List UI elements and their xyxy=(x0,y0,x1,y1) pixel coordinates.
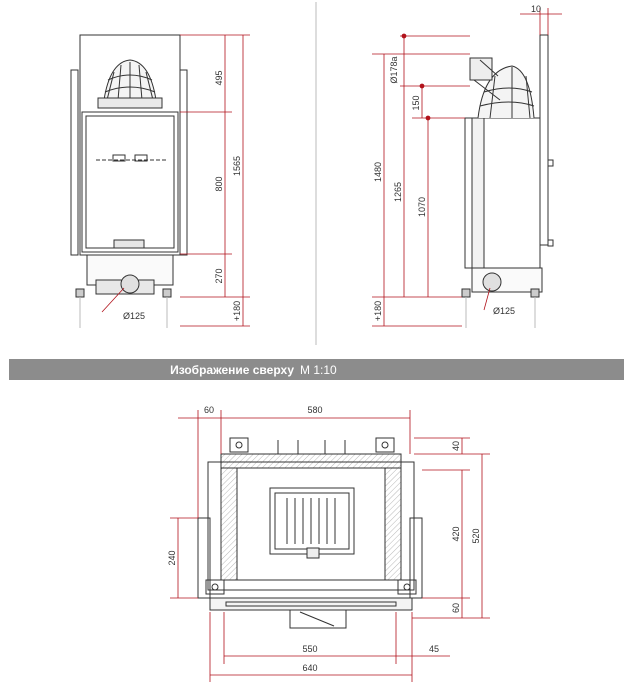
door-frame xyxy=(81,111,179,253)
top-dim-520: 520 xyxy=(471,528,481,543)
body-outline xyxy=(207,461,415,591)
leg-left xyxy=(75,288,85,298)
side-flue-diameter: Ø125 xyxy=(493,306,515,316)
side-dim-150: 150 xyxy=(411,95,421,110)
side-dim-1265: 1265 xyxy=(393,182,403,202)
front-dim-1565: 1565 xyxy=(232,156,242,176)
front-dim-feet: +180 xyxy=(232,301,242,321)
front-dim-800: 800 xyxy=(214,176,224,191)
top-dim-60-front: 60 xyxy=(451,603,461,613)
fire-grate xyxy=(269,487,355,559)
bolt-rear-right xyxy=(381,441,389,449)
bracket-front-left xyxy=(205,579,225,595)
side-flue-leader xyxy=(483,287,491,311)
side-dim-flue: Ø178a xyxy=(389,56,399,83)
side-flue-circle xyxy=(482,272,502,292)
side-brackets xyxy=(547,159,554,247)
side-leg-right xyxy=(530,288,540,298)
front-dim-270: 270 xyxy=(214,268,224,283)
right-insulation xyxy=(384,467,402,581)
top-dimensions xyxy=(170,410,490,682)
front-flue-leader xyxy=(101,287,125,313)
rear-insulation xyxy=(220,453,402,469)
rear-panel xyxy=(539,34,549,246)
front-dim-495: 495 xyxy=(214,70,224,85)
front-dimensions xyxy=(180,34,250,327)
side-leg-left xyxy=(461,288,471,298)
bracket-front-right xyxy=(397,579,417,595)
top-dim-640: 640 xyxy=(302,663,317,673)
banner-scale: М 1:10 xyxy=(300,363,337,377)
smoke-dome xyxy=(97,59,163,109)
left-insulation xyxy=(220,467,238,581)
left-side-wing xyxy=(197,517,211,599)
top-dim-550: 550 xyxy=(302,644,317,654)
bolt-rear-left xyxy=(235,441,243,449)
bolt-front-left xyxy=(211,583,219,591)
top-dim-420: 420 xyxy=(451,526,461,541)
front-view xyxy=(70,34,188,328)
top-dim-40: 40 xyxy=(451,441,461,451)
top-dim-240: 240 xyxy=(167,550,177,565)
front-frame xyxy=(209,597,413,611)
right-side-panel xyxy=(179,69,188,256)
side-door-profile xyxy=(471,117,485,269)
flue-outlet-circle xyxy=(120,274,140,294)
leg-right xyxy=(162,288,172,298)
bracket-rear-right xyxy=(375,437,395,453)
door-rail xyxy=(225,601,397,607)
side-dim-10: 10 xyxy=(531,4,541,14)
top-dim-580: 580 xyxy=(307,405,322,415)
side-base xyxy=(471,267,543,293)
door-handle-top xyxy=(289,610,347,629)
side-view xyxy=(461,34,554,328)
left-side-panel xyxy=(70,69,79,256)
right-side-wing xyxy=(409,517,423,599)
side-dimensions xyxy=(372,8,562,327)
side-dim-feet: +180 xyxy=(373,301,383,321)
front-flue-diameter: Ø125 xyxy=(123,311,145,321)
glass-door xyxy=(85,115,175,249)
top-dim-60-left: 60 xyxy=(204,405,214,415)
top-view xyxy=(197,437,423,629)
banner-title: Изображение сверху xyxy=(170,363,294,377)
bracket-rear-left xyxy=(229,437,249,453)
section-banner xyxy=(9,359,624,380)
flue-collar xyxy=(469,57,501,101)
top-dim-45: 45 xyxy=(429,644,439,654)
bolt-front-right xyxy=(403,583,411,591)
side-dim-1070: 1070 xyxy=(417,197,427,217)
front-grate xyxy=(96,154,166,162)
side-dim-1480: 1480 xyxy=(373,162,383,182)
door-handle xyxy=(113,239,145,249)
